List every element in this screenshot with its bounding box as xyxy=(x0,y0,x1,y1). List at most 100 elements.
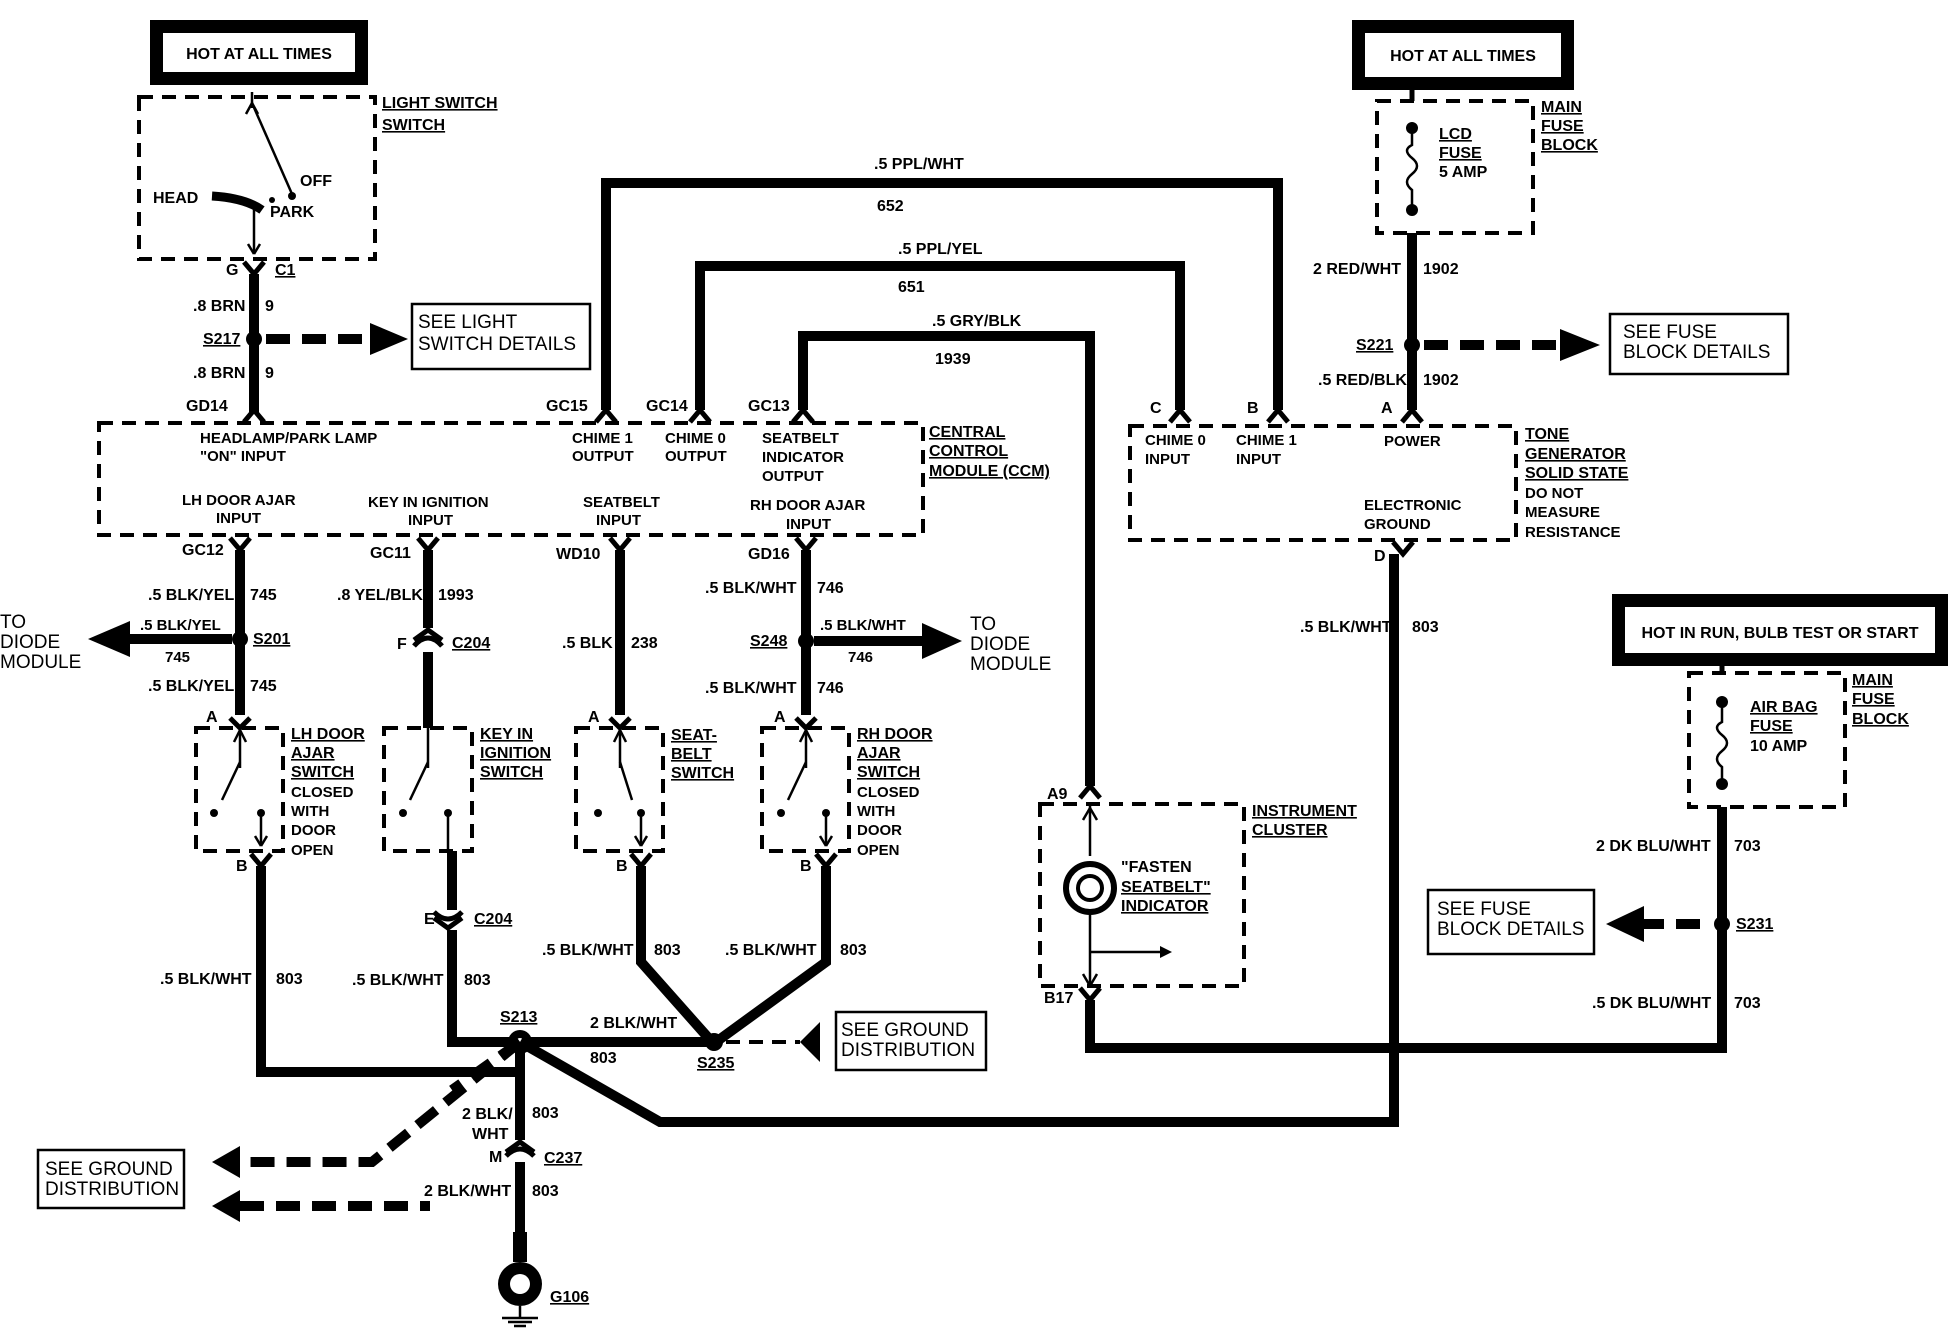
wire-803-lh xyxy=(256,866,520,1077)
wire-number: 746 xyxy=(817,680,844,697)
head-label: HEAD xyxy=(153,190,198,207)
pin-label: B17 xyxy=(1044,990,1073,1007)
park-label: PARK xyxy=(270,204,315,221)
ccm-input-label: INPUT xyxy=(786,516,831,533)
tone-label: GENERATOR xyxy=(1525,446,1626,463)
cluster-label: INSTRUMENT xyxy=(1252,803,1357,820)
fuse-block-label: MAIN xyxy=(1541,99,1582,116)
switch-label: WITH xyxy=(857,803,895,820)
tone-input-label: INPUT xyxy=(1236,451,1281,468)
ccm-input-label: RH DOOR AJAR xyxy=(750,497,865,514)
wire-number: 652 xyxy=(877,198,904,215)
ccm-label: MODULE (CCM) xyxy=(929,463,1050,480)
tone-input-label: CHIME 1 xyxy=(1236,432,1297,449)
splice-label: S213 xyxy=(500,1009,537,1026)
cluster-label: CLUSTER xyxy=(1252,822,1328,839)
wire-label: .5 RED/BLK xyxy=(1318,372,1407,389)
ccm-input-label: LH DOOR AJAR xyxy=(182,492,296,509)
ccm-input-label: "ON" INPUT xyxy=(200,448,286,465)
connector-label: C204 xyxy=(452,635,490,652)
wire-label: .5 BLK xyxy=(562,635,613,652)
wire-label: .8 YEL/BLK xyxy=(337,587,423,604)
ref-text: MODULE xyxy=(970,654,1051,675)
hot-in-run-label: HOT IN RUN, BULB TEST OR START xyxy=(1641,625,1918,642)
ground-g106-icon xyxy=(498,1232,542,1328)
wire-number: 803 xyxy=(840,942,867,959)
switch-label: SEAT- xyxy=(671,727,717,744)
switch-label: AJAR xyxy=(857,745,901,762)
hot-in-run-box: HOT IN RUN, BULB TEST OR START xyxy=(1612,594,1948,666)
pin-label: WD10 xyxy=(556,546,601,563)
wire-number: 803 xyxy=(532,1183,559,1200)
splice-label: S235 xyxy=(697,1055,734,1072)
see-fuse-block-details-box-bottom: SEE FUSE BLOCK DETAILS xyxy=(1426,888,1596,956)
wire-label: 2 BLK/ xyxy=(462,1106,513,1123)
wire-number: 703 xyxy=(1734,995,1761,1012)
connector-label: C237 xyxy=(544,1150,582,1167)
hot-at-all-times-label: HOT AT ALL TIMES xyxy=(1390,48,1536,65)
ccm-input-label: INPUT xyxy=(216,510,261,527)
wire-803-tone xyxy=(517,554,1399,1127)
ref-text: BLOCK DETAILS xyxy=(1623,342,1770,363)
pin-label: GC14 xyxy=(646,398,688,415)
tone-label: RESISTANCE xyxy=(1525,524,1621,541)
wire-651 xyxy=(695,261,1185,410)
pin-label: B xyxy=(616,858,628,875)
switch-label: SWITCH xyxy=(480,764,543,781)
splice-label: S221 xyxy=(1356,337,1393,354)
wire-label: .5 BLK/WHT xyxy=(725,942,817,959)
switch-label: CLOSED xyxy=(291,784,354,801)
splice-label: S248 xyxy=(750,633,787,650)
ccm-input-label: INPUT xyxy=(596,512,641,529)
switch-label: IGNITION xyxy=(480,745,551,762)
ground-label: G106 xyxy=(550,1289,589,1306)
pin-label: GC15 xyxy=(546,398,588,415)
see-ground-distribution-box-left: SEE GROUND DISTRIBUTION xyxy=(36,1148,186,1210)
fuse-label: 10 AMP xyxy=(1750,738,1808,755)
ref-text: DIODE xyxy=(970,634,1030,655)
wire-label: .5 BLK/WHT xyxy=(352,972,444,989)
arrow-right-icon xyxy=(370,323,408,355)
pin-label: D xyxy=(1374,548,1386,565)
wire-number: 803 xyxy=(590,1050,617,1067)
splice-label: S231 xyxy=(1736,916,1773,933)
switch-label: LH DOOR xyxy=(291,726,365,743)
ref-text: SEE FUSE xyxy=(1437,899,1531,920)
fuse-label: 5 AMP xyxy=(1439,164,1488,181)
ref-text: DISTRIBUTION xyxy=(841,1040,975,1061)
ccm-output-label: OUTPUT xyxy=(762,468,824,485)
pin-label: C xyxy=(1150,400,1162,417)
switch-label: CLOSED xyxy=(857,784,920,801)
switch-label: SWITCH xyxy=(857,764,920,781)
tone-label: TONE xyxy=(1525,426,1569,443)
wire-number: 1939 xyxy=(935,351,971,368)
switch-label: RH DOOR xyxy=(857,726,933,743)
tone-label: MEASURE xyxy=(1525,504,1600,521)
tone-label: SOLID STATE xyxy=(1525,465,1629,482)
ref-text: TO xyxy=(0,612,26,633)
switch-label: WITH xyxy=(291,803,329,820)
tone-input-label: CHIME 0 xyxy=(1145,432,1206,449)
light-switch-label-line1: LIGHT SWITCH xyxy=(382,95,498,112)
wire-number: 745 xyxy=(250,678,277,695)
fuse-label: FUSE xyxy=(1750,718,1793,735)
ccm-label: CENTRAL xyxy=(929,424,1006,441)
wire-label: 2 BLK/WHT xyxy=(590,1015,677,1032)
wire-number: 803 xyxy=(1412,619,1439,636)
pin-label: GD14 xyxy=(186,398,228,415)
instrument-cluster: A9 B17 "FASTEN SEATBELT" INDICATOR INSTR… xyxy=(1038,782,1357,1007)
off-label: OFF xyxy=(300,173,332,190)
pin-label: GC11 xyxy=(370,545,411,562)
splice-s235 xyxy=(705,1033,723,1051)
wire-label: WHT xyxy=(472,1126,509,1143)
ref-text: MODULE xyxy=(0,652,81,673)
wire-number: 746 xyxy=(848,649,873,666)
ccm-output-label: OUTPUT xyxy=(572,448,634,465)
wire-label: 2 DK BLU/WHT xyxy=(1596,838,1711,855)
ref-text: DIODE xyxy=(0,632,60,653)
arrow-left-icon xyxy=(800,1022,820,1062)
seatbelt-switch: A B SEAT- BELT SWITCH xyxy=(574,709,734,875)
pin-label: F xyxy=(397,636,407,653)
switch-label: DOOR xyxy=(291,822,336,839)
wire-label: .5 BLK/WHT xyxy=(705,580,797,597)
